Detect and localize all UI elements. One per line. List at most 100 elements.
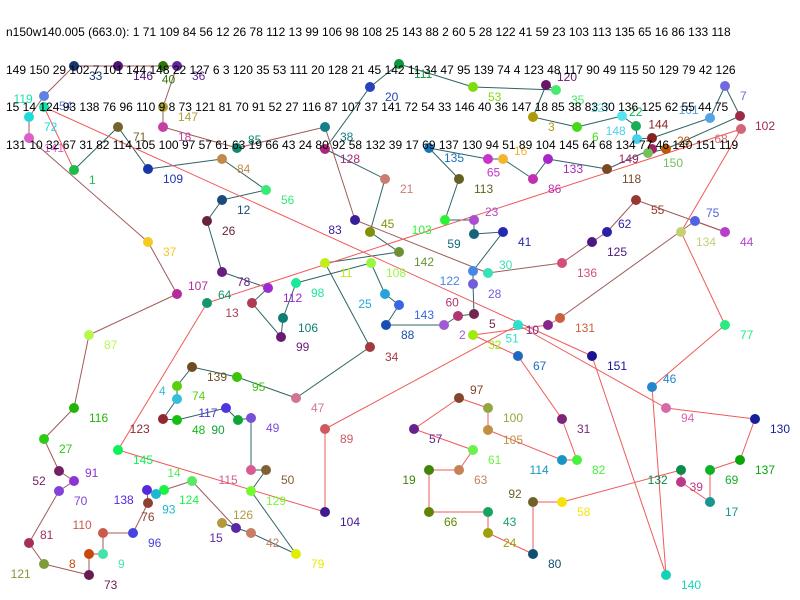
- node-dot-33: [69, 61, 79, 71]
- node-dot-137: [735, 455, 745, 465]
- node-label: 103: [412, 223, 432, 237]
- node-label: 1: [89, 173, 96, 187]
- node-label: 97: [470, 383, 484, 397]
- tour-edge: [282, 282, 297, 319]
- node-label: 15: [209, 531, 223, 545]
- node-label: 60: [446, 295, 460, 309]
- node-dot-8: [84, 549, 94, 559]
- node-dot-106: [278, 313, 288, 323]
- tour-edge: [43, 407, 75, 440]
- node-label: 24: [503, 536, 517, 550]
- node-dot-73: [84, 570, 94, 580]
- node-dot-77: [720, 320, 730, 330]
- node-dot-121: [39, 559, 49, 569]
- node-label: 3: [548, 120, 555, 134]
- tour-edge: [694, 220, 726, 233]
- node-label: 106: [298, 321, 318, 335]
- node-dot-2: [439, 320, 449, 330]
- node-dot-145: [113, 445, 123, 455]
- node-dot-41: [498, 227, 508, 237]
- tour-edge: [236, 126, 326, 149]
- tour-edge: [191, 366, 238, 378]
- node-dot-110: [98, 528, 108, 538]
- node-dot-65: [483, 154, 493, 164]
- node-label: 122: [440, 274, 460, 288]
- node-dot-40: [158, 61, 168, 71]
- node-label: 66: [444, 515, 458, 529]
- node-dot-90: [233, 415, 243, 425]
- node-dot-21: [380, 174, 390, 184]
- node-dot-144: [647, 133, 657, 143]
- node-dot-25: [380, 289, 390, 299]
- node-dot-71: [113, 122, 123, 132]
- node-dot-99: [276, 332, 286, 342]
- node-dot-127: [617, 111, 627, 121]
- node-dot-151: [587, 351, 597, 361]
- node-dot-52: [54, 466, 64, 476]
- node-label: 6: [592, 130, 599, 144]
- node-label: 136: [577, 266, 597, 280]
- tour-edge: [709, 85, 726, 119]
- node-dot-18: [158, 122, 168, 132]
- node-dot-56: [261, 185, 271, 195]
- tour-edge: [398, 63, 474, 88]
- node-dot-10: [543, 320, 553, 330]
- node-label: 12: [237, 203, 251, 217]
- node-dot-6: [572, 122, 582, 132]
- node-label: 29: [677, 134, 691, 148]
- node-dot-1: [69, 165, 79, 175]
- tour-edge: [28, 490, 60, 544]
- node-dot-7: [720, 81, 730, 91]
- node-label: 119: [14, 92, 33, 106]
- node-dot-9: [98, 549, 108, 559]
- tour-edge: [206, 220, 223, 273]
- node-label: 82: [592, 463, 606, 477]
- node-label: 113: [474, 182, 493, 196]
- tour-edge: [472, 283, 475, 315]
- node-label: 18: [178, 130, 192, 144]
- node-dot-58: [557, 497, 567, 507]
- node-label: 80: [548, 557, 562, 571]
- tour-edge: [43, 438, 60, 472]
- node-label: 108: [386, 266, 406, 280]
- node-label: 40: [162, 73, 176, 87]
- tour-edge: [354, 219, 489, 274]
- node-label: 74: [192, 389, 206, 403]
- node-label: 2: [459, 328, 466, 342]
- node-dot-34: [365, 342, 375, 352]
- node-label: 114: [530, 463, 549, 477]
- tour-edge: [369, 178, 386, 233]
- node-label: 27: [59, 442, 73, 456]
- node-label: 58: [577, 505, 591, 519]
- node-dot-84: [217, 154, 227, 164]
- node-label: 72: [44, 120, 58, 134]
- node-label: 61: [488, 453, 502, 467]
- node-label: 93: [162, 503, 176, 517]
- tour-edge: [370, 262, 386, 295]
- node-label: 47: [311, 401, 325, 415]
- node-label: 131: [575, 321, 595, 335]
- node-label: 37: [163, 245, 177, 259]
- tour-edge: [428, 147, 460, 180]
- node-label: 76: [141, 510, 155, 524]
- node-label: 20: [385, 90, 399, 104]
- node-dot-68: [736, 124, 746, 134]
- node-dot-138: [142, 485, 152, 495]
- node-dot-113: [454, 174, 464, 184]
- node-dot-96: [128, 528, 138, 538]
- tour-edge: [324, 262, 371, 348]
- node-dot-80: [528, 549, 538, 559]
- tour-edge: [117, 126, 149, 170]
- node-label: 105: [503, 433, 523, 447]
- node-dot-136: [557, 258, 567, 268]
- node-label: 143: [414, 308, 434, 322]
- tour-edge: [487, 429, 563, 461]
- node-dot-36: [172, 61, 182, 71]
- tour-edge: [162, 65, 178, 108]
- node-label: 13: [225, 306, 239, 320]
- node-dot-100: [483, 403, 493, 413]
- node-label: 118: [622, 172, 641, 186]
- tour-header-line-3: 15 14 124 93 138 76 96 110 9 8 73 121 81…: [6, 100, 729, 114]
- node-dot-5: [469, 309, 479, 319]
- tour-edge: [559, 220, 696, 319]
